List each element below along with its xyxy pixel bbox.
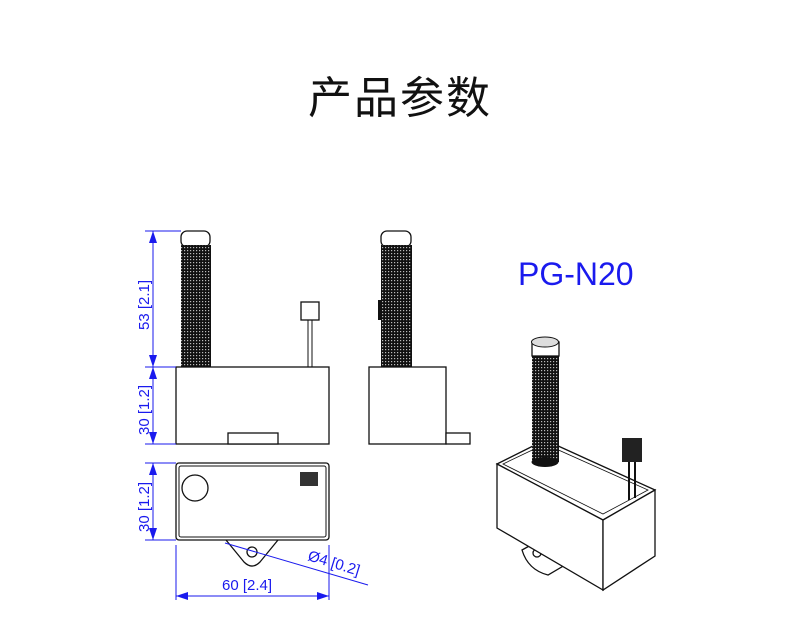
dim-tube-height: 53 [2.1] bbox=[136, 280, 153, 330]
front-view bbox=[175, 230, 330, 445]
isometric-view bbox=[495, 336, 657, 592]
dim-body-height: 30 [1.2] bbox=[136, 385, 153, 435]
model-label: PG-N20 bbox=[518, 256, 634, 292]
dimension-lines bbox=[145, 230, 369, 600]
side-view bbox=[368, 230, 471, 445]
dim-body-width: 60 [2.4] bbox=[222, 577, 272, 594]
dim-body-depth: 30 [1.2] bbox=[136, 482, 153, 532]
page-title: 产品参数 bbox=[308, 73, 492, 124]
top-view bbox=[175, 462, 330, 567]
